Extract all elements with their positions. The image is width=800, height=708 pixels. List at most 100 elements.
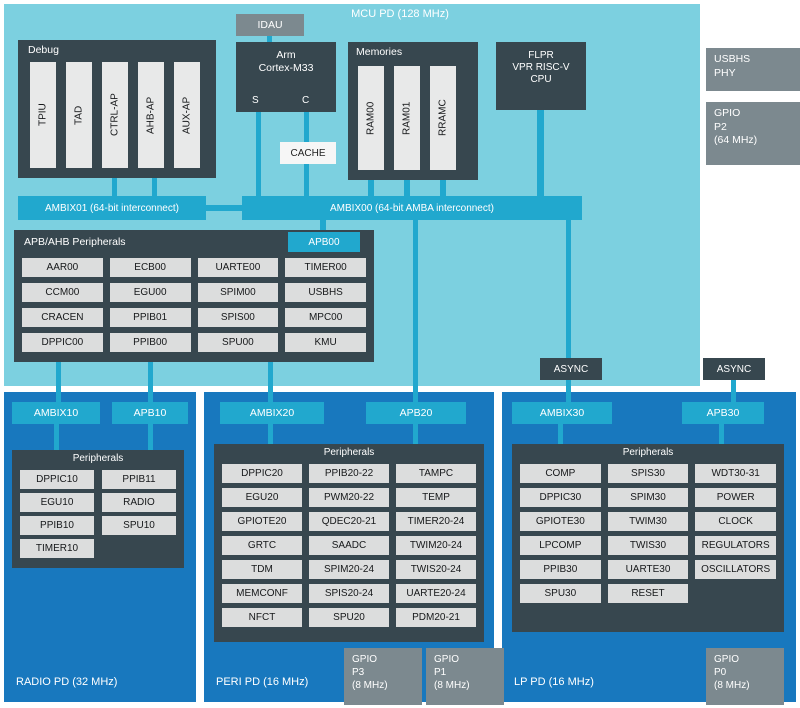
gpio-p2-line3: (64 MHz) [714,134,758,147]
line-async-left-to-ambix30 [566,380,571,404]
radio-periph-cell: PPIB11 [102,470,176,489]
lp-pd-label: LP PD (16 MHz) [514,676,594,688]
peri-periph-cell: TWIS20-24 [396,560,476,579]
line-ambix20-to-peri-periph [268,424,273,446]
peri-periph-cell: TDM [222,560,302,579]
debug-port-ctrl-ap: CTRL-AP [102,62,128,168]
line-down-to-ambix20 [268,362,273,406]
peri-cell-grid: DPPIC20 PPIB20-22 TAMPC EGU20 PWM20-22 T… [222,464,476,627]
line-cache-to-ambix00 [304,164,309,196]
ambix20-bar: AMBIX20 [220,402,324,424]
apb-ahb-cell: MPC00 [285,308,366,327]
apb-ahb-cell: TIMER00 [285,258,366,277]
radio-pd-label: RADIO PD (32 MHz) [16,676,118,688]
line-ambix00-to-apb00 [320,220,326,232]
apb-ahb-cell: AAR00 [22,258,103,277]
peri-periph-cell: DPPIC20 [222,464,302,483]
memory-ram00: RAM00 [358,66,384,170]
cache-box: CACHE [280,142,336,164]
debug-label: Debug [28,44,59,56]
lp-peripherals-label: Peripherals [622,447,674,458]
line-debug-to-ambix01-b [152,178,157,196]
apb-ahb-cell: DPPIC00 [22,333,103,352]
gpio-p3-line3: (8 MHz) [352,680,388,691]
peri-periph-cell: QDEC20-21 [309,512,389,531]
line-rramc-to-ambix00 [440,180,446,196]
radio-periph-cell: PPIB10 [20,516,94,535]
gpio-p0-line3: (8 MHz) [714,680,750,691]
peri-periph-cell: GPIOTE20 [222,512,302,531]
lp-cell-grid: COMP SPIS30 WDT30-31 DPPIC30 SPIM30 POWE… [520,464,776,603]
lp-periph-cell: SPIM30 [607,488,689,507]
peri-periph-cell: TAMPC [396,464,476,483]
lp-periph-cell: REGULATORS [695,536,776,555]
gpio-p0-line2: P0 [714,667,727,678]
line-idau-to-cortex [267,36,272,43]
line-ram01-to-ambix00 [404,180,410,196]
apb-ahb-cell: EGU00 [109,283,191,302]
peri-periph-cell: TIMER20-24 [396,512,476,531]
peri-periph-cell: PDM20-21 [396,608,476,627]
peri-peripherals-label: Peripherals [323,447,375,458]
gpio-p3-line1: GPIO [352,654,378,665]
async-box-left: ASYNC [540,358,602,380]
memory-rramc: RRAMC [430,66,456,170]
gpio-p1-line2: P1 [434,667,447,678]
gpio-p2-line2: P2 [714,120,727,133]
peri-periph-cell: SAADC [309,536,389,555]
flpr-label-line2: VPR RISC-V [512,62,570,73]
apb-ahb-cell: PPIB00 [109,333,191,352]
apb00-bar: APB00 [288,232,360,252]
line-cortex-c-to-cache [304,112,309,142]
lp-periph-cell: RESET [607,584,689,603]
lp-periph-cell: CLOCK [695,512,776,531]
line-down-to-ambix10 [56,362,61,406]
apb-ahb-cell: SPU00 [197,333,279,352]
radio-periph-cell: RADIO [102,493,176,512]
gpio-p2-line1: GPIO [714,107,741,119]
radio-periph-cell: DPPIC10 [20,470,94,489]
cortex-label-line1: Arm [276,49,296,61]
line-ram00-to-ambix00 [368,180,374,196]
debug-port-tpiu: TPIU [30,62,56,168]
apb-ahb-cell-grid: AAR00 ECB00 UARTE00 TIMER00 CCM00 EGU00 … [22,258,366,352]
debug-port-tad: TAD [66,62,92,168]
usbhs-phy-box: USBHS PHY [706,48,800,91]
peri-periph-cell: TWIM20-24 [396,536,476,555]
ambix00-bar: AMBIX00 (64-bit AMBA interconnect) [242,196,582,220]
gpio-p1-line1: GPIO [434,654,460,665]
lp-periph-cell: POWER [695,488,776,507]
lp-periph-cell: PPIB30 [520,560,601,579]
peri-pd-label: PERI PD (16 MHz) [216,676,309,688]
ambix30-bar: AMBIX30 [512,402,612,424]
peri-periph-cell: UARTE20-24 [396,584,476,603]
radio-periph-cell: EGU10 [20,493,94,512]
apb-ahb-cell: ECB00 [109,258,191,277]
apb-ahb-cell: USBHS [285,283,366,302]
idau-label: IDAU [257,19,283,31]
line-apb20-to-peri-periph [413,424,418,446]
peri-periph-cell: GRTC [222,536,302,555]
gpio-p2-box: GPIO P2 (64 MHz) [706,102,800,165]
cortex-c-port-label: C [302,95,310,106]
line-ambix00-to-apb20 [413,220,418,406]
lp-periph-cell: LPCOMP [520,536,601,555]
memories-label: Memories [356,46,403,58]
cache-label: CACHE [290,147,326,159]
radio-periph-cell: SPU10 [102,516,176,535]
radio-cell-grid: DPPIC10 PPIB11 EGU10 RADIO PPIB10 SPU10 … [20,470,176,558]
lp-periph-cell: TWIM30 [607,512,689,531]
apb-ahb-cell: CCM00 [22,283,103,302]
lp-periph-cell: DPPIC30 [520,488,601,507]
line-flpr-to-ambix00 [537,110,544,196]
line-ambix01-to-ambix00 [206,205,242,211]
line-apb10-to-radio-periph [148,424,153,452]
cortex-s-port-label: S [252,95,259,106]
usbhs-phy-line1: USBHS [714,53,751,65]
lp-periph-cell: UARTE30 [607,560,689,579]
peri-periph-cell: SPU20 [309,608,389,627]
apb-ahb-cell: SPIM00 [197,283,279,302]
line-down-to-apb10 [148,362,153,406]
debug-port-ahb-ap: AHB-AP [138,62,164,168]
